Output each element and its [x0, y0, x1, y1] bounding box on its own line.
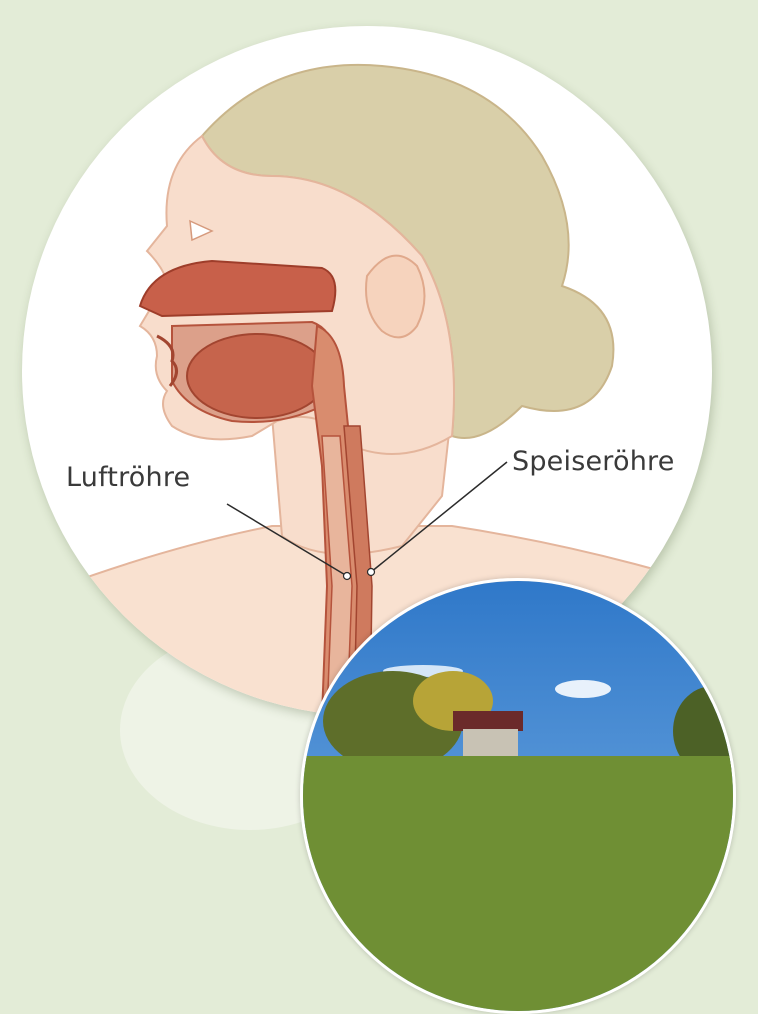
trachea-marker	[344, 573, 351, 580]
field	[303, 756, 733, 1011]
tongue	[187, 334, 327, 418]
esophagus-label: Speiseröhre	[512, 446, 675, 477]
trachea-label: Luftröhre	[66, 462, 190, 493]
house-roof	[453, 711, 523, 731]
esophagus-marker	[368, 569, 375, 576]
cloud	[555, 680, 611, 698]
landscape-drawing	[303, 581, 733, 1011]
landscape-photo	[300, 578, 736, 1014]
